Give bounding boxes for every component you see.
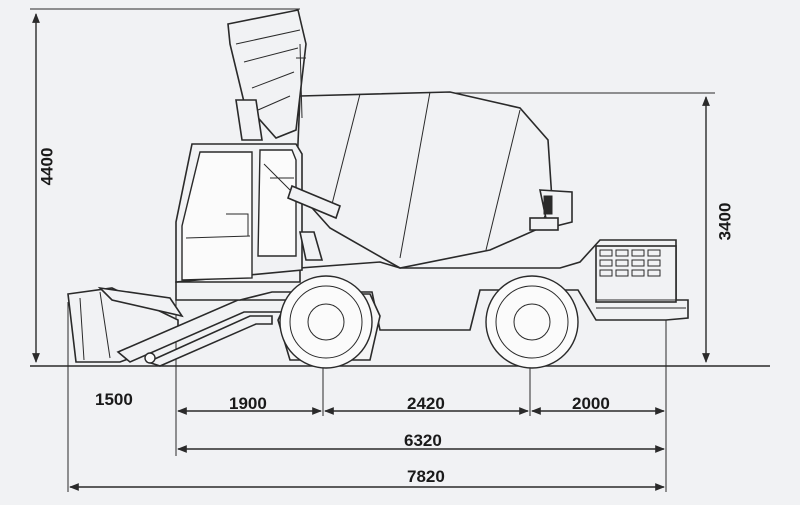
hopper <box>227 9 307 141</box>
label-front-overhang: 1500 <box>95 390 133 409</box>
label-rear-overhang: 2000 <box>572 394 610 413</box>
label-drum-height: 3400 <box>715 202 735 241</box>
chute-arm <box>287 184 341 220</box>
dim-overall-height <box>30 8 300 363</box>
label-overall-height: 4400 <box>37 147 57 186</box>
label-front-axle-offset: 1900 <box>229 394 267 413</box>
dim-drum-height <box>420 92 715 363</box>
front-wheel <box>277 275 381 369</box>
mixer-truck <box>67 9 689 369</box>
cab <box>175 143 303 283</box>
label-overall-length: 7820 <box>407 467 445 486</box>
rear-wheel <box>485 275 579 369</box>
mixer-drum <box>295 91 573 269</box>
label-wheelbase: 2420 <box>407 394 445 413</box>
radiator-grille <box>599 249 661 277</box>
support-ram <box>299 231 324 261</box>
label-body-length: 6320 <box>404 431 442 450</box>
